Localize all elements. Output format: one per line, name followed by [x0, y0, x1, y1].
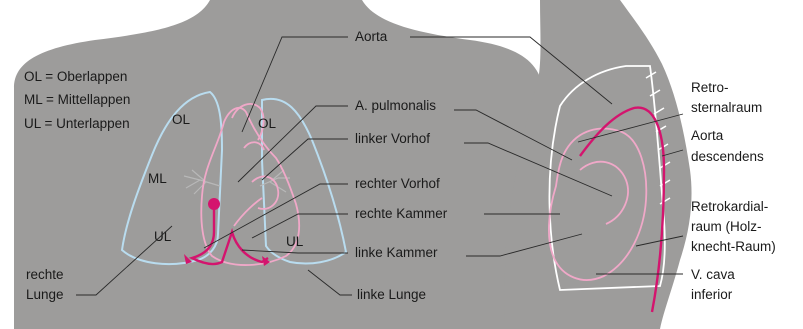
label-retrokard-line1: Retrokardial-	[691, 199, 768, 214]
frontal-view: OL OL ML UL UL OL = Oberlappen ML = Mitt…	[14, 0, 546, 329]
label-linke-lunge: linke Lunge	[357, 287, 426, 302]
label-rechte-kammer: rechte Kammer	[355, 206, 448, 221]
label-retro-line1: Retro-	[691, 80, 729, 95]
label-aorta-desc-line2: descendens	[691, 149, 764, 164]
label-rechte-lunge-line2: Lunge	[26, 287, 64, 302]
catheter-tip-dot	[208, 198, 220, 210]
label-pulmonalis: A. pulmonalis	[355, 98, 436, 113]
label-linker-vorhof: linker Vorhof	[355, 131, 430, 146]
label-rechter-vorhof: rechter Vorhof	[355, 176, 440, 191]
label-rechte-lunge-line1: rechte	[26, 267, 64, 282]
label-vcava-line1: V. cava	[691, 267, 735, 282]
label-linke-kammer: linke Kammer	[355, 245, 438, 260]
lobe-ul-right: UL	[154, 229, 172, 244]
legend-ml: ML = Mittellappen	[24, 92, 130, 107]
label-retrokard-line2: raum (Holz-	[691, 219, 762, 234]
lobe-ul-left: UL	[286, 234, 304, 249]
lobe-ol-left: OL	[258, 116, 277, 131]
label-retro-line2: sternalraum	[691, 100, 762, 115]
label-retrokard-line3: knecht-Raum)	[691, 239, 776, 254]
label-aorta: Aorta	[355, 29, 388, 44]
label-aorta-desc-line1: Aorta	[691, 128, 724, 143]
legend-ul: UL = Unterlappen	[24, 116, 130, 131]
legend-ol: OL = Oberlappen	[24, 69, 127, 84]
lobe-ol-right: OL	[172, 112, 191, 127]
lobe-ml: ML	[148, 171, 167, 186]
label-vcava-line2: inferior	[691, 287, 733, 302]
